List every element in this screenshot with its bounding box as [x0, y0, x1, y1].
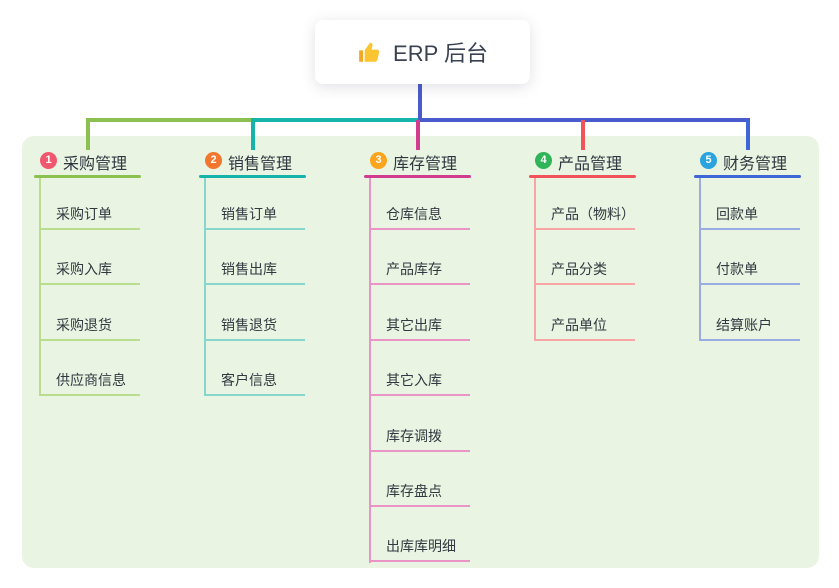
- root-title: ERP 后台: [393, 41, 488, 66]
- mindmap-node[interactable]: 销售订单: [199, 204, 349, 230]
- branch-drop-line: [250, 120, 255, 150]
- branch-drop-line: [580, 120, 585, 150]
- mindmap-node[interactable]: 产品（物料）: [529, 204, 679, 230]
- node-underline: [204, 394, 305, 397]
- branch-inventory: 3 库存管理 仓库信息 产品库存 其它出库 其它入库 库存调拨 库存盘点: [364, 137, 514, 577]
- branch-finance: 5 财务管理 回款单 付款单 结算账户: [694, 137, 839, 577]
- canvas-panel: [22, 136, 819, 568]
- mindmap-node[interactable]: 库存盘点: [364, 481, 514, 507]
- mindmap-node[interactable]: 结算账户: [694, 315, 839, 341]
- mindmap-node[interactable]: 库存调拨: [364, 426, 514, 452]
- branch-product: 4 产品管理 产品（物料） 产品分类 产品单位: [529, 137, 679, 577]
- node-underline: [534, 228, 635, 230]
- mindmap-node[interactable]: 其它出库: [364, 315, 514, 341]
- mindmap-node[interactable]: 销售退货: [199, 315, 349, 341]
- branch-title-node[interactable]: 1 采购管理: [34, 137, 141, 178]
- node-underline: [369, 338, 470, 341]
- branch-connector-segment: [85, 118, 251, 122]
- branch-title: 财务管理: [723, 156, 788, 173]
- node-underline: [369, 394, 470, 397]
- branch-purchase: 1 采购管理 采购订单 采购入库 采购退货 供应商信息: [34, 137, 184, 577]
- node-underline: [534, 338, 635, 341]
- mindmap-node[interactable]: 回款单: [694, 204, 839, 230]
- branch-title: 采购管理: [63, 156, 128, 173]
- branch-number-badge: 2: [205, 152, 222, 169]
- branch-title-node[interactable]: 5 财务管理: [694, 137, 801, 178]
- branch-underline: [199, 175, 306, 178]
- branch-number-badge: 4: [535, 152, 552, 169]
- node-underline: [39, 283, 140, 286]
- root-connector-line: [417, 84, 422, 122]
- node-underline: [369, 283, 470, 286]
- node-underline: [369, 560, 470, 563]
- node-underline: [699, 338, 800, 341]
- branch-underline: [34, 175, 141, 178]
- mindmap-node[interactable]: 销售出库: [199, 259, 349, 286]
- branch-number-badge: 5: [700, 152, 717, 169]
- mindmap-node[interactable]: 产品单位: [529, 315, 679, 341]
- mindmap-node[interactable]: 产品分类: [529, 259, 679, 286]
- branch-title: 销售管理: [228, 156, 293, 173]
- branch-child-line: [534, 178, 536, 341]
- branch-child-line: [699, 178, 701, 341]
- branch-title-node[interactable]: 3 库存管理: [364, 137, 471, 178]
- branch-underline: [529, 175, 636, 178]
- node-underline: [369, 228, 470, 230]
- mindmap-node[interactable]: 采购订单: [34, 204, 184, 230]
- mindmap-node[interactable]: 供应商信息: [34, 370, 184, 397]
- node-underline: [204, 283, 305, 286]
- branch-drop-line: [85, 120, 90, 150]
- node-underline: [39, 228, 140, 230]
- branch-child-line: [204, 178, 206, 396]
- node-underline: [369, 449, 470, 452]
- branch-title-node[interactable]: 2 销售管理: [199, 137, 306, 178]
- node-underline: [39, 338, 140, 341]
- mindmap-node[interactable]: 产品库存: [364, 259, 514, 286]
- node-underline: [369, 505, 470, 507]
- mindmap-node[interactable]: 出库库明细: [364, 536, 514, 563]
- node-underline: [204, 228, 305, 230]
- branch-sales: 2 销售管理 销售订单 销售出库 销售退货 客户信息: [199, 137, 349, 577]
- node-underline: [534, 283, 635, 286]
- branch-number-badge: 3: [370, 152, 387, 169]
- mindmap-node[interactable]: 客户信息: [199, 370, 349, 397]
- branch-title-node[interactable]: 4 产品管理: [529, 137, 636, 178]
- branch-drop-line: [745, 120, 750, 150]
- mindmap-node[interactable]: 采购退货: [34, 315, 184, 341]
- node-underline: [699, 228, 800, 230]
- branch-underline: [364, 175, 471, 178]
- branch-connector-segment: [250, 118, 418, 122]
- branch-number-badge: 1: [40, 152, 57, 169]
- root-node[interactable]: ERP 后台: [315, 20, 530, 84]
- node-underline: [39, 394, 140, 397]
- node-underline: [204, 338, 305, 341]
- mindmap-node[interactable]: 采购入库: [34, 259, 184, 286]
- mindmap-node[interactable]: 付款单: [694, 259, 839, 286]
- thumbs-up-icon: [357, 39, 383, 65]
- branch-drop-line: [415, 120, 420, 150]
- branch-title: 库存管理: [393, 156, 458, 173]
- mindmap-node[interactable]: 其它入库: [364, 370, 514, 397]
- branch-child-line: [39, 178, 41, 396]
- branch-title: 产品管理: [558, 156, 623, 173]
- branch-underline: [694, 175, 801, 178]
- branch-child-line: [369, 178, 371, 563]
- node-underline: [699, 283, 800, 286]
- mindmap-node[interactable]: 仓库信息: [364, 204, 514, 230]
